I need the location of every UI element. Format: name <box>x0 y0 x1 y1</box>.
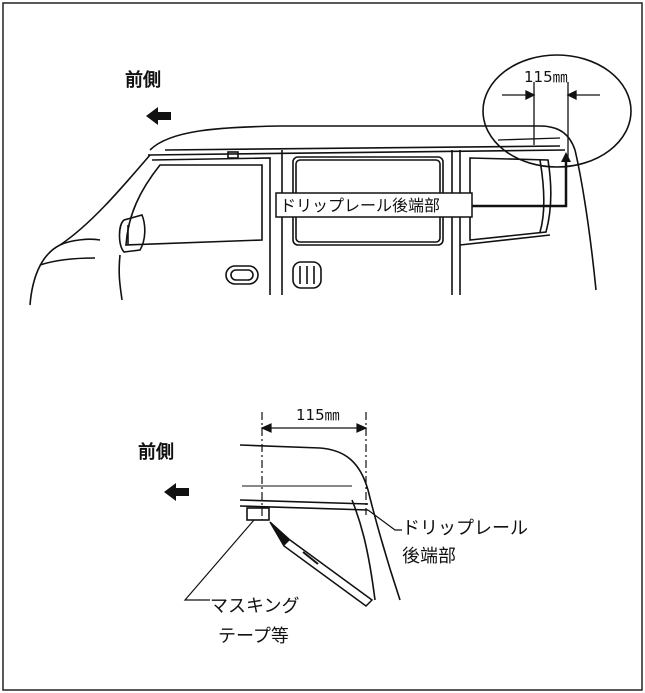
dimension-label-bottom: 115㎜ <box>296 406 340 424</box>
dimension-label-top: 115㎜ <box>524 68 568 86</box>
drip-rail-pointer-top <box>561 152 571 162</box>
drip-rail-label-bottom-1: ドリップレール <box>402 518 528 539</box>
detail-magnifier-circle <box>482 54 632 168</box>
masking-tape-leader <box>183 519 255 601</box>
front-label-top: 前側 <box>125 69 161 91</box>
front-arrow-icon <box>146 107 171 125</box>
dimension-top <box>497 82 600 160</box>
top-figure: 前側 <box>29 54 632 306</box>
masking-tape-label-1: マスキング <box>210 596 299 617</box>
drip-rail-label-bottom-2: 後端部 <box>402 546 456 567</box>
roof-corner-closeup <box>239 444 401 601</box>
front-arrow-icon <box>164 483 189 501</box>
marker-pen-icon <box>269 521 374 607</box>
dimension-bottom <box>260 412 368 520</box>
masking-tape-label-2: テープ等 <box>218 626 289 647</box>
drip-rail-leader-bottom <box>367 509 402 531</box>
bottom-figure: 前側 115㎜ ドリップレール 後端部 <box>138 406 528 647</box>
drip-rail-label-top: ドリップレール後端部 <box>280 196 440 215</box>
drip-rail-leader-top <box>472 158 568 208</box>
front-label-bottom: 前側 <box>138 441 174 463</box>
